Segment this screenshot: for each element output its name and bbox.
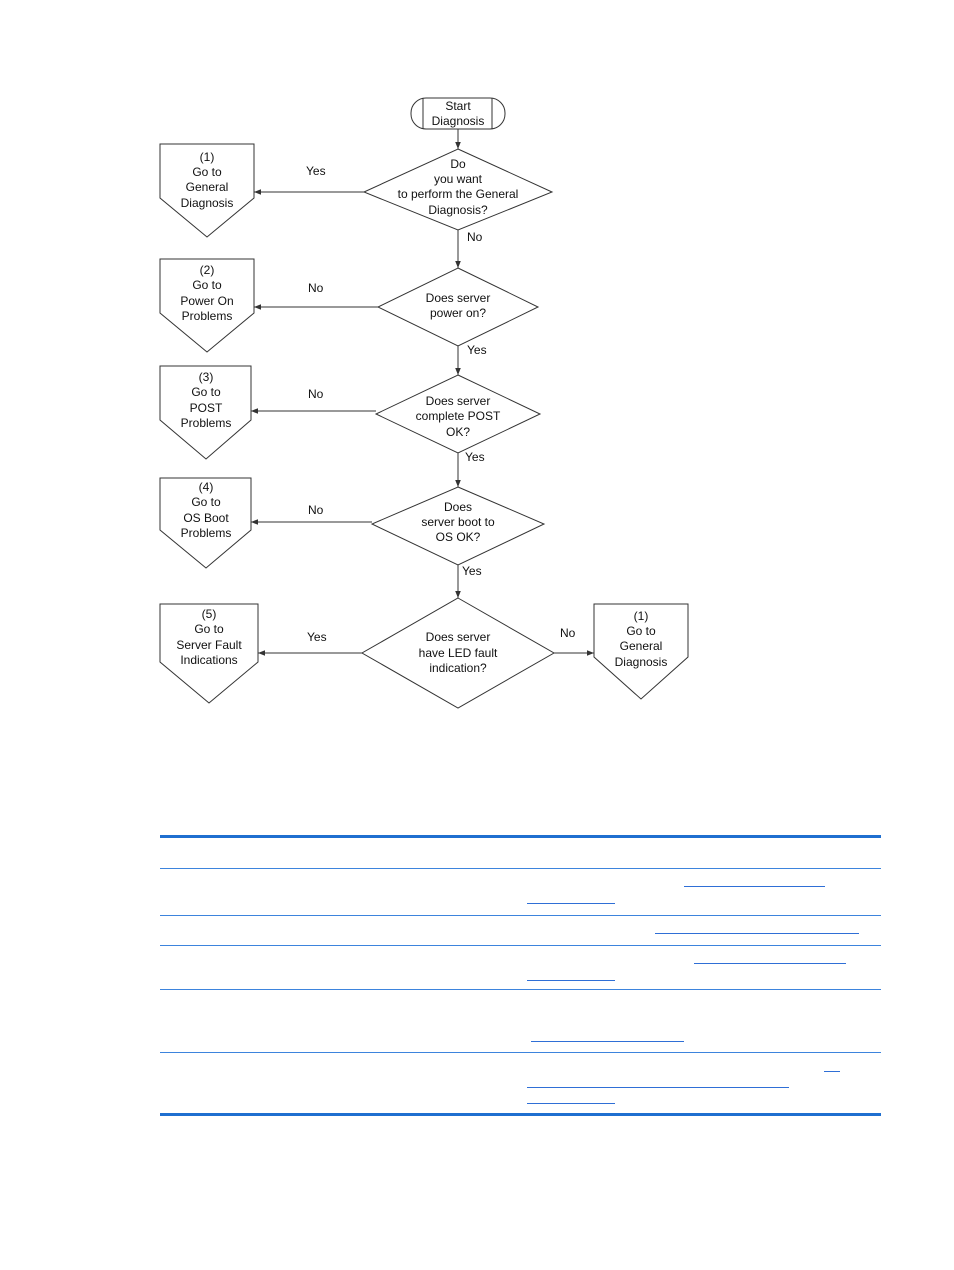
outcome-4-line3: OS Boot: [183, 511, 229, 525]
table-bottom-rule: [160, 1113, 881, 1116]
outcome-4-line2: Go to: [191, 495, 221, 509]
decision-os-boot: Does server boot to OS OK?: [370, 486, 546, 566]
outcome-4-line4: Problems: [181, 526, 232, 540]
decision-led-fault: Does server have LED fault indication?: [360, 597, 556, 709]
outcome-3-line1: (3): [199, 370, 214, 384]
link-underline[interactable]: [655, 933, 859, 934]
outcome-2-line3: Power On: [180, 294, 233, 308]
outcome-6-line2: Go to: [626, 624, 656, 638]
edge-label-d4-no: No: [308, 503, 324, 517]
table-row-rule: [160, 945, 881, 946]
decision-1-line4: Diagnosis?: [428, 203, 488, 217]
outcome-general-diagnosis: (1) Go to General Diagnosis: [159, 143, 255, 238]
edge-label-d2-yes: Yes: [467, 343, 487, 357]
edge-label-d4-yes: Yes: [462, 564, 482, 578]
outcome-general-diagnosis-2: (1) Go to General Diagnosis: [593, 603, 689, 700]
link-underline[interactable]: [694, 963, 846, 964]
table-row-rule: [160, 1052, 881, 1053]
outcome-power-on-problems: (2) Go to Power On Problems: [159, 258, 255, 353]
outcome-6-line4: Diagnosis: [615, 655, 668, 669]
link-underline[interactable]: [531, 1041, 684, 1042]
decision-4-line1: Does: [444, 500, 472, 514]
decision-1-line1: Do: [450, 157, 466, 171]
link-underline[interactable]: [527, 980, 615, 981]
decision-3-line2: complete POST: [416, 409, 501, 423]
diagnosis-flowchart: Start Diagnosis Do you want to perform t…: [159, 97, 689, 709]
outcome-4-line1: (4): [199, 480, 214, 494]
outcome-6-line3: General: [620, 639, 663, 653]
decision-general-diagnosis: Do you want to perform the General Diagn…: [362, 148, 554, 231]
outcome-server-fault-indications: (5) Go to Server Fault Indications: [159, 603, 259, 704]
outcome-2-line4: Problems: [182, 309, 233, 323]
decision-5-line1: Does server: [426, 630, 491, 644]
outcome-1-line1: (1): [200, 150, 215, 164]
outcome-5-line2: Go to: [194, 622, 224, 636]
link-underline[interactable]: [527, 903, 615, 904]
decision-1-line3: to perform the General: [398, 187, 519, 201]
decision-2-line2: power on?: [430, 306, 486, 320]
outcome-post-problems: (3) Go to POST Problems: [159, 365, 252, 460]
outcome-1-line2: Go to: [192, 165, 222, 179]
decision-4-line2: server boot to: [421, 515, 495, 529]
edge-label-d1-yes: Yes: [306, 164, 326, 178]
outcome-1-line3: General: [186, 180, 229, 194]
table-row-rule: [160, 915, 881, 916]
edge-label-d3-no: No: [308, 387, 324, 401]
decision-post: Does server complete POST OK?: [374, 374, 542, 454]
decision-1-line2: you want: [434, 172, 483, 186]
decision-4-line3: OS OK?: [436, 530, 481, 544]
outcome-3-line2: Go to: [191, 385, 221, 399]
start-label-line2: Diagnosis: [432, 114, 485, 128]
outcome-2-line1: (2): [200, 263, 215, 277]
outcome-os-boot-problems: (4) Go to OS Boot Problems: [159, 477, 252, 569]
decision-2-line1: Does server: [426, 291, 491, 305]
outcome-3-line4: Problems: [181, 416, 232, 430]
link-underline[interactable]: [824, 1071, 840, 1072]
decision-5-line2: have LED fault: [419, 646, 498, 660]
table-header-rule: [160, 868, 881, 869]
edge-label-d5-yes: Yes: [307, 630, 327, 644]
decision-3-line3: OK?: [446, 425, 470, 439]
outcome-1-line4: Diagnosis: [181, 196, 234, 210]
outcome-3-line3: POST: [190, 401, 223, 415]
outcome-5-line3: Server Fault: [176, 638, 242, 652]
link-underline[interactable]: [527, 1103, 615, 1104]
link-underline[interactable]: [684, 886, 825, 887]
edge-label-d3-yes: Yes: [465, 450, 485, 464]
outcome-2-line2: Go to: [192, 278, 222, 292]
decision-power-on: Does server power on?: [376, 267, 540, 347]
table-row-rule: [160, 989, 881, 990]
outcome-5-line1: (5): [202, 607, 217, 621]
decision-3-line1: Does server: [426, 394, 491, 408]
link-underline[interactable]: [527, 1087, 789, 1088]
start-label-line1: Start: [445, 99, 471, 113]
outcome-5-line4: Indications: [180, 653, 237, 667]
edge-label-d2-no: No: [308, 281, 324, 295]
table-top-rule: [160, 835, 881, 838]
outcome-6-line1: (1): [634, 609, 649, 623]
decision-5-line3: indication?: [429, 661, 487, 675]
start-node: Start Diagnosis: [410, 97, 506, 130]
edge-label-d1-no: No: [467, 230, 483, 244]
edge-label-d5-no: No: [560, 626, 576, 640]
